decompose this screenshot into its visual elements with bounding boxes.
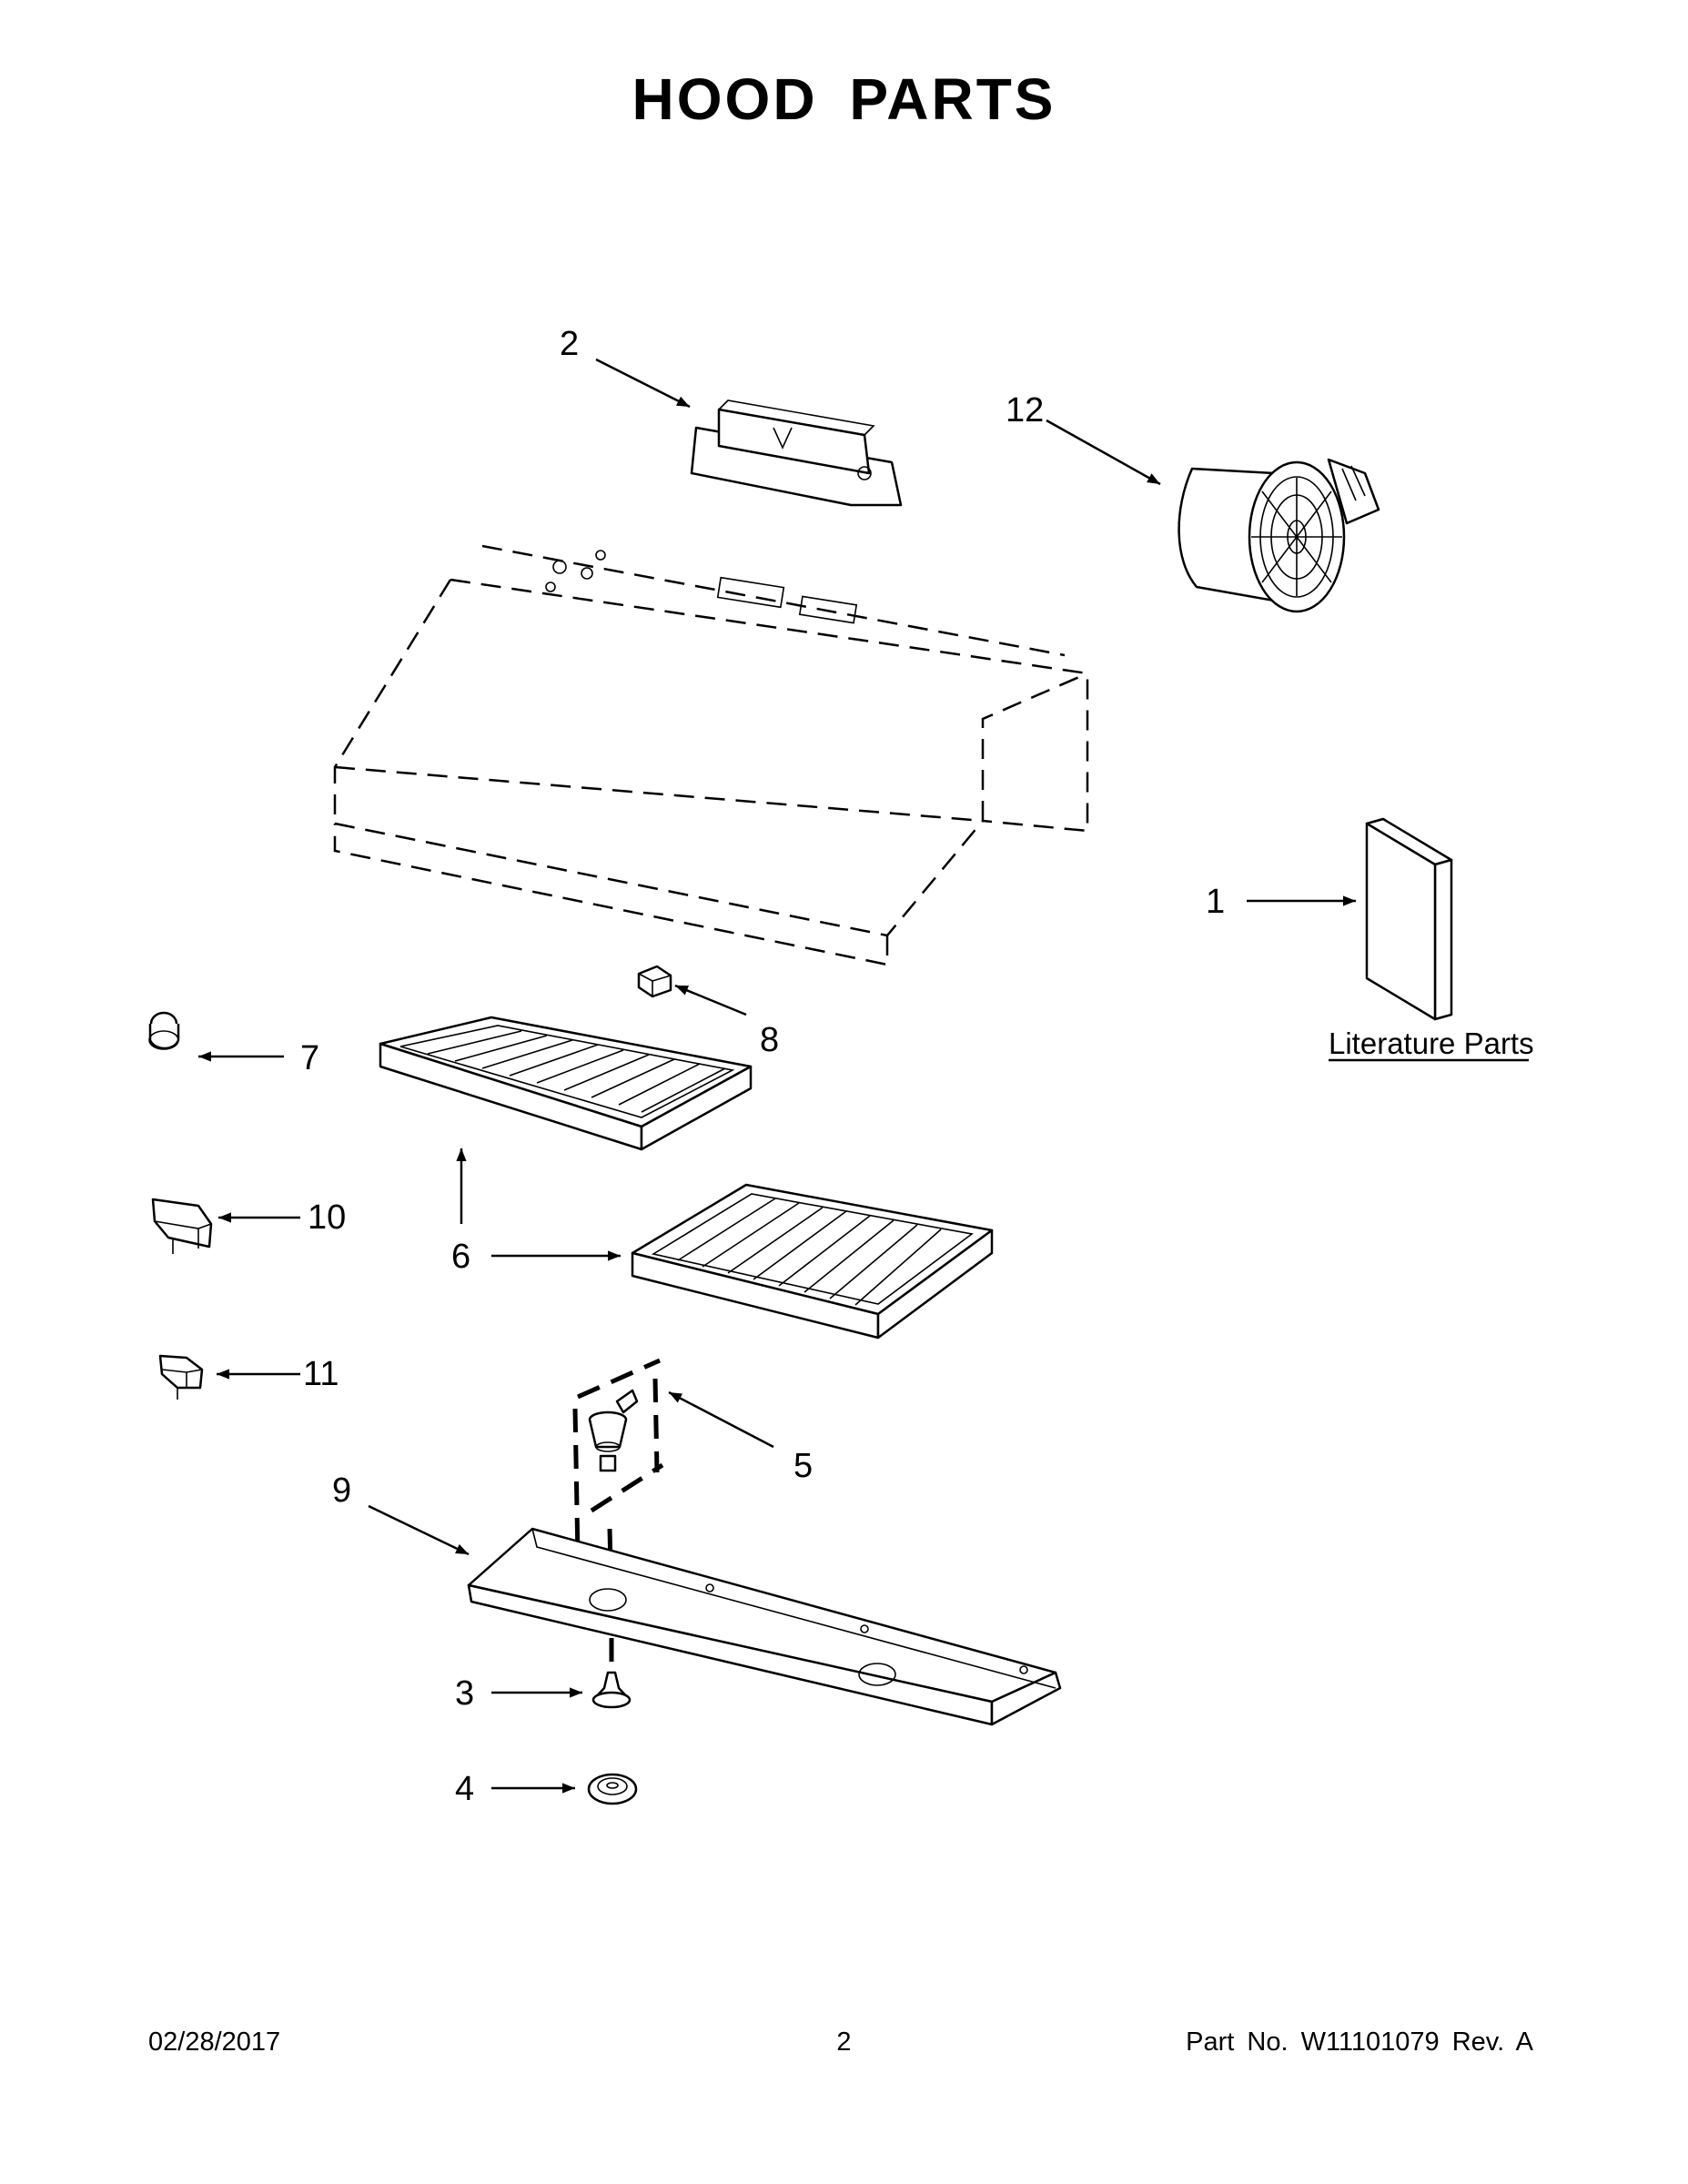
callout-7: 7 <box>300 1039 319 1077</box>
arrow-9 <box>368 1504 470 1556</box>
footer-date: 02/28/2017 <box>148 2027 281 2057</box>
page-title: HOOD PARTS <box>632 66 1056 132</box>
part-9-light-panel <box>467 1527 1062 1726</box>
arrow-8 <box>674 984 747 1016</box>
part-1-literature-book <box>1365 817 1453 1021</box>
part-6-grease-filter-left <box>379 1016 753 1151</box>
part-8-switch <box>637 965 672 998</box>
callout-11: 11 <box>303 1355 339 1393</box>
part-2-duct-bracket <box>690 399 903 507</box>
part-4-light-lens <box>587 1773 638 1805</box>
callout-6: 6 <box>451 1238 470 1276</box>
callout-12: 12 <box>1006 391 1044 430</box>
arrow-5 <box>668 1390 774 1449</box>
callout-2: 2 <box>560 325 579 363</box>
callout-8: 8 <box>760 1021 779 1059</box>
part-6-grease-filter-right <box>631 1183 994 1340</box>
part-11-switch-module <box>158 1354 204 1400</box>
callout-5: 5 <box>793 1447 813 1485</box>
callout-4: 4 <box>455 1770 474 1808</box>
literature-parts-label: Literature Parts <box>1329 1026 1534 1060</box>
callout-9: 9 <box>332 1471 351 1510</box>
part-12-blower-motor <box>1178 458 1380 613</box>
footer-part-number: Part No. W11101079 Rev. A <box>1186 2027 1533 2057</box>
arrow-2 <box>595 358 691 409</box>
callout-1: 1 <box>1206 883 1225 921</box>
hood-body <box>333 544 1089 966</box>
part-5-lamp-socket <box>572 1358 664 1603</box>
footer-page-number: 2 <box>836 2027 852 2057</box>
part-10-control-module <box>151 1198 213 1254</box>
part-3-light-bulb <box>591 1671 632 1709</box>
arrow-12 <box>1046 419 1161 486</box>
callout-3: 3 <box>455 1674 474 1713</box>
part-7-knob <box>148 1011 180 1050</box>
callout-10: 10 <box>308 1198 346 1237</box>
